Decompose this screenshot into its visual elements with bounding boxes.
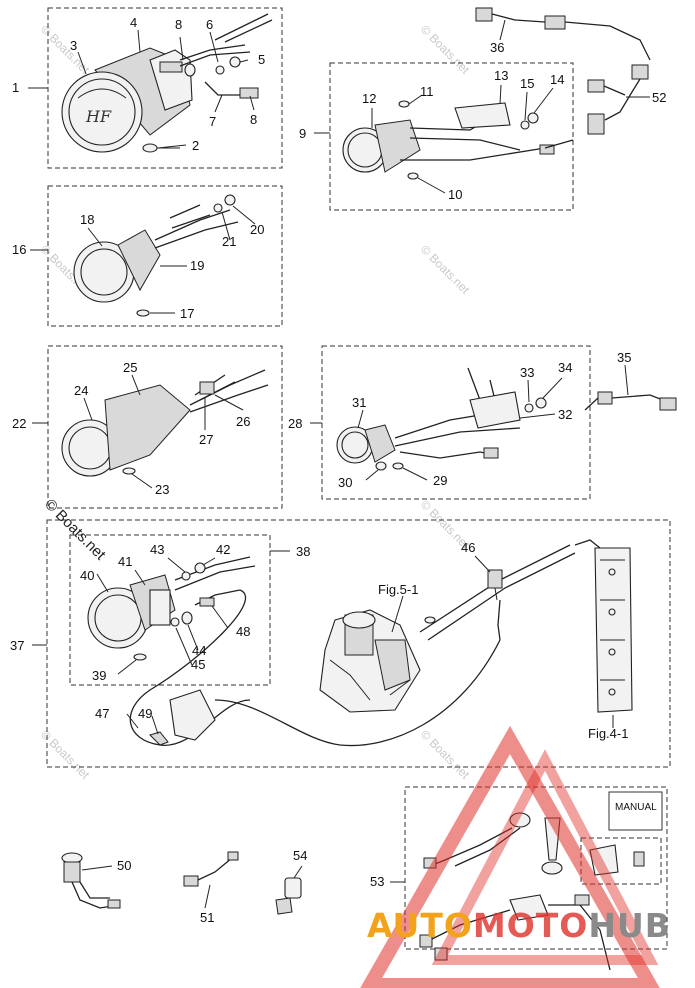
watermark-text: © Boats.net	[38, 727, 93, 782]
manual-booklet	[608, 791, 663, 831]
watermark-text: © Boats.net	[418, 22, 473, 77]
callout-27: 27	[199, 432, 213, 447]
callout-4: 4	[130, 15, 137, 30]
callout-34: 34	[558, 360, 572, 375]
callout-21: 21	[222, 234, 236, 249]
callout-49: 49	[138, 706, 152, 721]
accessory-group-53: MANUAL	[390, 786, 668, 971]
callout-1: 1	[12, 80, 19, 95]
callout-40: 40	[80, 568, 94, 583]
callout-5: 5	[258, 52, 265, 67]
callout-7: 7	[209, 114, 216, 129]
callout-41: 41	[118, 554, 132, 569]
callout-25: 25	[123, 360, 137, 375]
callout-28: 28	[288, 416, 302, 431]
callout-24: 24	[74, 383, 88, 398]
callout-19: 19	[190, 258, 204, 273]
callout-30: 30	[338, 475, 352, 490]
svg-text:HF: HF	[85, 107, 112, 126]
gauge-group-16	[30, 185, 283, 327]
callout-9: 9	[299, 126, 306, 141]
watermark-text-dark: © Boats.net	[41, 496, 109, 564]
brand-part-auto: AUTO	[367, 906, 473, 945]
callout-26: 26	[236, 414, 250, 429]
callout-51: 51	[200, 910, 214, 925]
remote-group-37	[32, 519, 671, 768]
callout-38: 38	[296, 544, 310, 559]
callout-23: 23	[155, 482, 169, 497]
gauge-group-9	[314, 62, 574, 211]
callout-2: 2	[192, 138, 199, 153]
callout-35: 35	[617, 350, 631, 365]
brand-part-hub: HUB	[588, 906, 671, 945]
callout-6: 6	[206, 17, 213, 32]
callout-8b: 8	[250, 112, 257, 127]
callout-47: 47	[95, 706, 109, 721]
callout-3: 3	[70, 38, 77, 53]
harness-35	[584, 364, 677, 411]
callout-31: 31	[352, 395, 366, 410]
callout-42: 42	[216, 542, 230, 557]
callout-45: 45	[191, 657, 205, 672]
callout-12: 12	[362, 91, 376, 106]
callout-32: 32	[558, 407, 572, 422]
callout-48: 48	[236, 624, 250, 639]
watermark-text: © Boats.net	[418, 727, 473, 782]
subgroup-box-38	[69, 534, 271, 686]
callout-16: 16	[12, 242, 26, 257]
figure-ref-5-1: Fig.5-1	[378, 582, 418, 597]
callout-18: 18	[80, 212, 94, 227]
callout-36: 36	[490, 40, 504, 55]
callout-20: 20	[250, 222, 264, 237]
brand-part-moto: MOTO	[473, 906, 588, 945]
callout-numbers: 1 2 3 4 5 6 7 8 8 9 10 11 12 13 14 15 16…	[10, 15, 666, 925]
group-box	[47, 345, 283, 509]
callout-10: 10	[448, 187, 462, 202]
callout-46: 46	[461, 540, 475, 555]
callout-33: 33	[520, 365, 534, 380]
gauge-group-22	[32, 345, 283, 509]
gauge-group-1: HF	[28, 7, 283, 169]
callout-50: 50	[117, 858, 131, 873]
callout-15: 15	[520, 76, 534, 91]
callout-52: 52	[652, 90, 666, 105]
figure-ref-4-1: Fig.4-1	[588, 726, 628, 741]
group-box	[329, 62, 574, 211]
callout-43: 43	[150, 542, 164, 557]
callout-11: 11	[420, 84, 434, 99]
manual-label: MANUAL	[615, 802, 657, 813]
callout-17: 17	[180, 306, 194, 321]
callout-29: 29	[433, 473, 447, 488]
callout-8a: 8	[175, 17, 182, 32]
watermark-text: © Boats.net	[418, 242, 473, 297]
group-box	[321, 345, 591, 500]
callout-14: 14	[550, 72, 564, 87]
automotohub-logo: AUTOMOTOHUB	[360, 725, 671, 988]
harness-36-52	[475, 7, 651, 149]
callout-39: 39	[92, 668, 106, 683]
gauge-group-28	[310, 345, 591, 500]
group-box	[47, 185, 283, 327]
callout-54: 54	[293, 848, 307, 863]
callout-22: 22	[12, 416, 26, 431]
callout-13: 13	[494, 68, 508, 83]
callout-53: 53	[370, 874, 384, 889]
brand-text: AUTOMOTOHUB	[367, 906, 671, 945]
callout-37: 37	[10, 638, 24, 653]
group-box	[46, 519, 671, 768]
callout-44: 44	[192, 643, 206, 658]
loose-parts-50-51-54	[61, 851, 303, 915]
